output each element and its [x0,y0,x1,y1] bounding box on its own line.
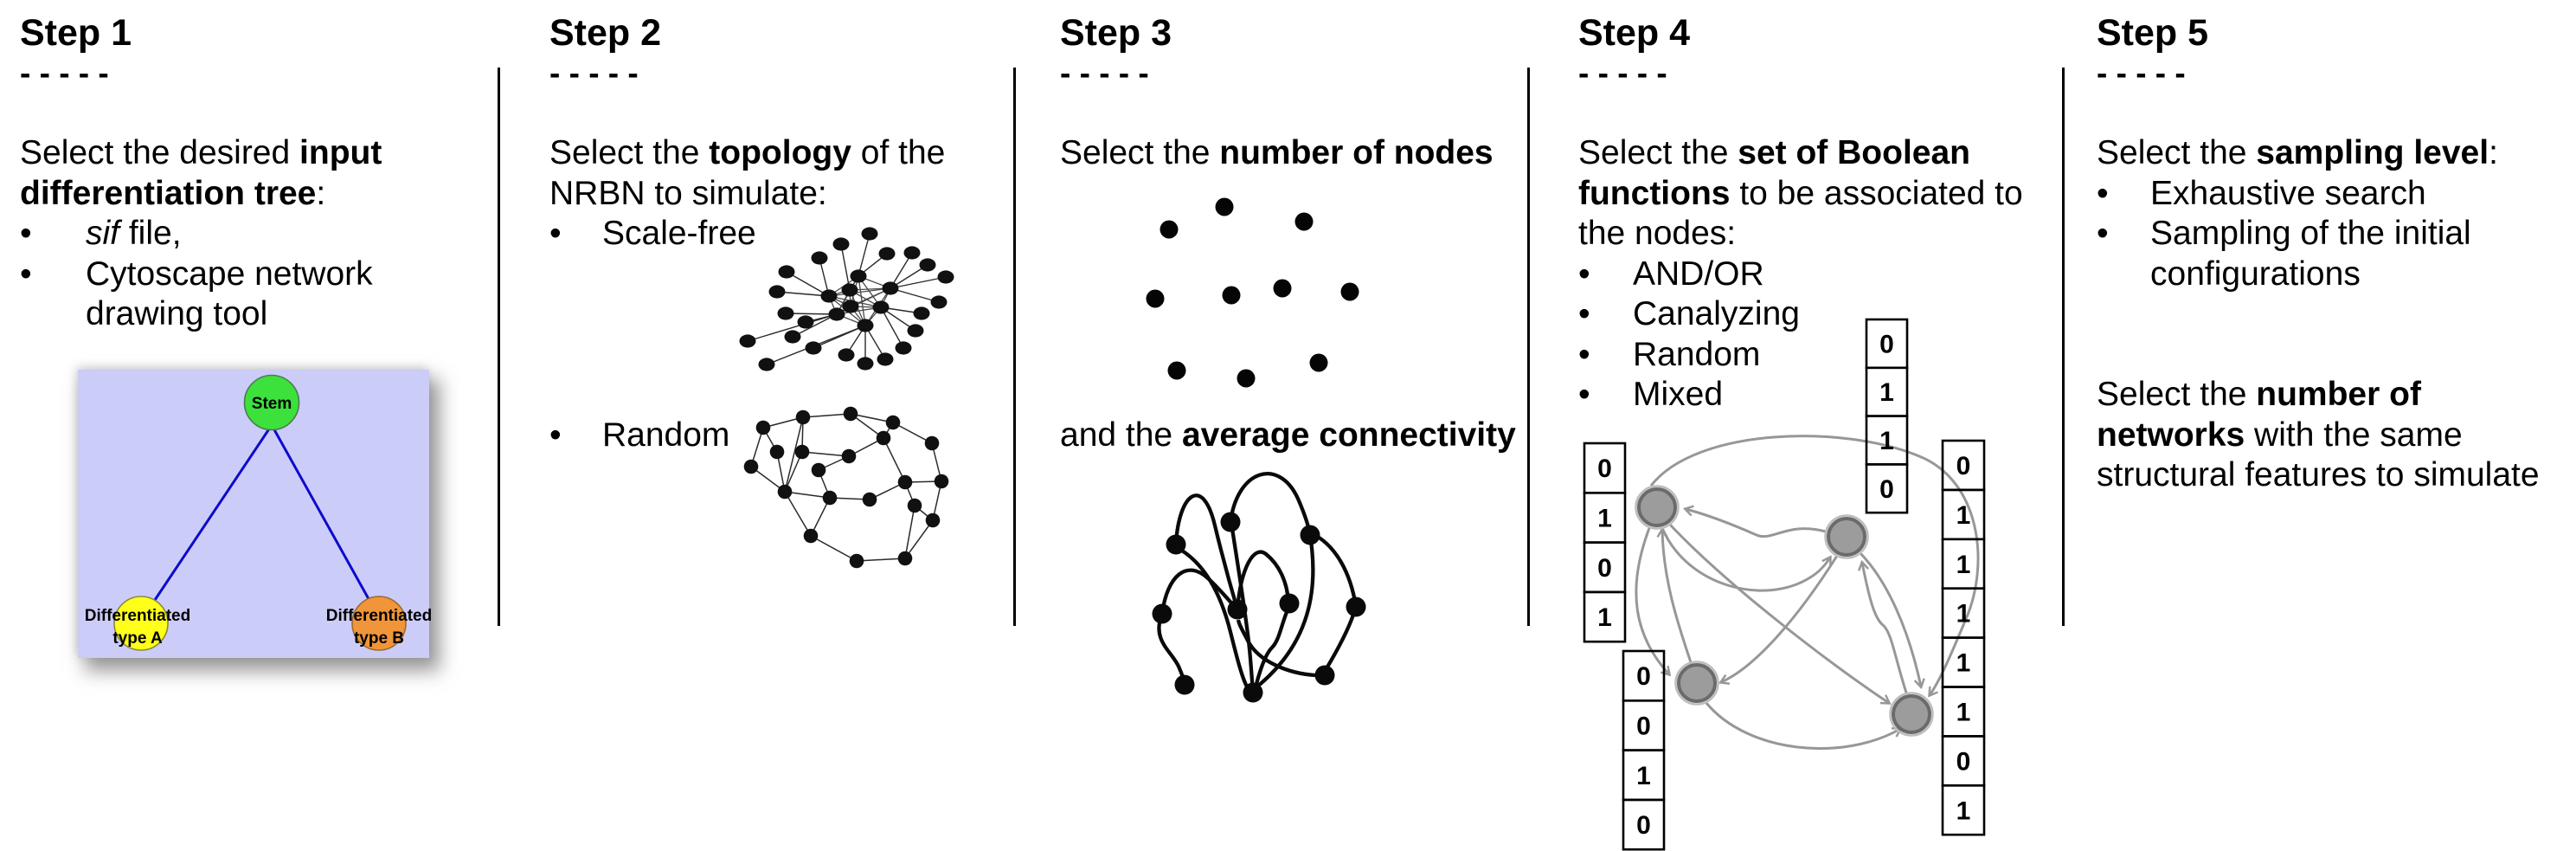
svg-text:1: 1 [1597,504,1612,532]
svg-text:type A: type A [112,629,163,648]
svg-text:0: 0 [1636,811,1651,840]
svg-text:0: 0 [1879,475,1894,504]
svg-text:0: 0 [1956,747,1971,776]
svg-text:1: 1 [1956,501,1971,530]
svg-text:1: 1 [1956,551,1971,579]
svg-text:1: 1 [1879,378,1894,407]
svg-text:0: 0 [1879,330,1894,358]
svg-text:1: 1 [1879,427,1894,455]
svg-text:Differentiated: Differentiated [326,607,432,625]
svg-text:1: 1 [1956,698,1971,726]
svg-text:0: 0 [1636,662,1651,691]
svg-text:1: 1 [1636,762,1651,790]
svg-text:Differentiated: Differentiated [85,607,190,625]
svg-text:1: 1 [1956,649,1971,678]
svg-text:1: 1 [1956,796,1971,825]
svg-text:1: 1 [1597,603,1612,632]
svg-text:0: 0 [1956,452,1971,480]
svg-text:1: 1 [1956,600,1971,629]
svg-text:type B: type B [354,629,404,648]
svg-text:0: 0 [1636,712,1651,740]
svg-text:0: 0 [1597,455,1612,483]
svg-text:0: 0 [1597,554,1612,583]
svg-text:Stem: Stem [252,395,292,413]
